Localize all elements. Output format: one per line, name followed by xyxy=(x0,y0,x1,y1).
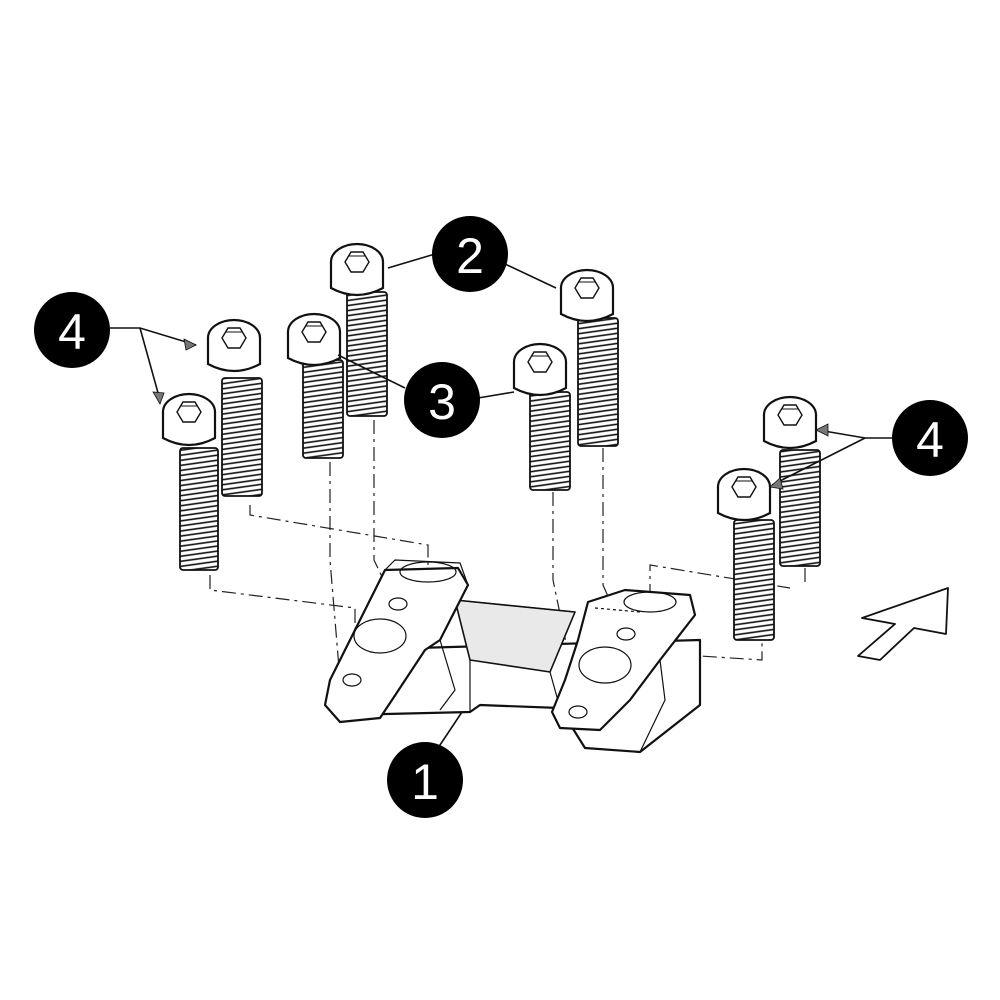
callout-4-right-number: 4 xyxy=(916,412,944,468)
callout-2: 2 xyxy=(432,216,508,292)
bolt-4a-right xyxy=(716,467,775,641)
mounting-bracket xyxy=(323,559,702,754)
callout-1-number: 1 xyxy=(411,754,439,810)
callout-3: 3 xyxy=(404,362,480,438)
callout-4-left-number: 4 xyxy=(58,304,86,360)
callout-2-number: 2 xyxy=(456,228,484,284)
bolt-2-left xyxy=(329,242,388,417)
bolt-4b-left xyxy=(206,318,263,497)
bolt-4a-left xyxy=(161,392,219,571)
callout-4-right: 4 xyxy=(892,400,968,476)
bolt-4b-right xyxy=(762,395,821,567)
arrow-up-right-icon xyxy=(857,587,949,661)
callout-3-number: 3 xyxy=(428,374,456,430)
callout-4-left: 4 xyxy=(34,292,110,368)
bolt-3-left xyxy=(286,312,344,459)
bolt-3-right xyxy=(512,342,571,491)
leader-lines xyxy=(110,253,893,749)
callout-1: 1 xyxy=(387,742,463,818)
bolt-2-right xyxy=(559,268,619,447)
